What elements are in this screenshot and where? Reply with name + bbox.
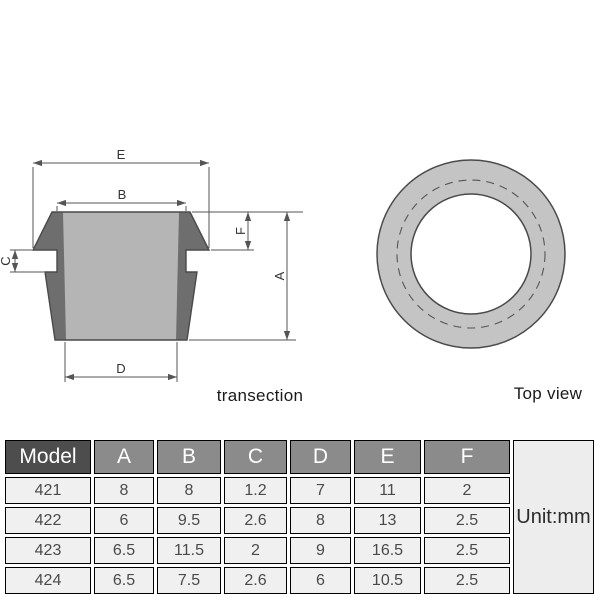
value-cell: 9 bbox=[290, 537, 351, 564]
unit-cell: Unit:mm bbox=[513, 440, 594, 594]
header-d: D bbox=[290, 440, 351, 474]
value-cell: 2.6 bbox=[224, 567, 287, 594]
table-row: 424 6.5 7.5 2.6 6 10.5 2.5 bbox=[5, 567, 594, 594]
value-cell: 7 bbox=[290, 477, 351, 504]
top-view-drawing bbox=[376, 159, 566, 349]
value-cell: 11.5 bbox=[157, 537, 221, 564]
model-cell: 424 bbox=[5, 567, 91, 594]
grommet-outline bbox=[31, 211, 211, 341]
spec-table-header-row: Model A B C D E F Unit:mm bbox=[5, 440, 594, 594]
value-cell: 6.5 bbox=[94, 567, 154, 594]
top-view-inner-circle bbox=[410, 193, 532, 315]
value-cell: 13 bbox=[354, 507, 421, 534]
dim-label-f: F bbox=[233, 227, 248, 235]
caption-transection: transection bbox=[216, 386, 304, 405]
value-cell: 8 bbox=[94, 477, 154, 504]
dim-label-a: A bbox=[272, 271, 287, 280]
top-view-hidden-groove-circle bbox=[396, 179, 546, 329]
value-cell: 6 bbox=[290, 567, 351, 594]
dim-label-e: E bbox=[117, 147, 126, 162]
table-row: 422 6 9.5 2.6 8 13 2.5 bbox=[5, 507, 594, 534]
grommet-bore bbox=[63, 212, 179, 340]
header-f: F bbox=[424, 440, 510, 474]
value-cell: 7.5 bbox=[157, 567, 221, 594]
spec-table-container: Model A B C D E F Unit:mm 421 8 8 1.2 7 … bbox=[2, 437, 598, 597]
header-b: B bbox=[157, 440, 221, 474]
value-cell: 10.5 bbox=[354, 567, 421, 594]
value-cell: 2 bbox=[224, 537, 287, 564]
model-cell: 422 bbox=[5, 507, 91, 534]
table-row: 421 8 8 1.2 7 11 2 bbox=[5, 477, 594, 504]
value-cell: 9.5 bbox=[157, 507, 221, 534]
value-cell: 2 bbox=[424, 477, 510, 504]
value-cell: 2.5 bbox=[424, 507, 510, 534]
value-cell: 8 bbox=[290, 507, 351, 534]
header-c: C bbox=[224, 440, 287, 474]
header-a: A bbox=[94, 440, 154, 474]
model-cell: 423 bbox=[5, 537, 91, 564]
dim-label-c: C bbox=[0, 256, 13, 265]
value-cell: 1.2 bbox=[224, 477, 287, 504]
value-cell: 6.5 bbox=[94, 537, 154, 564]
value-cell: 2.5 bbox=[424, 567, 510, 594]
cross-section-drawing: E B C F A D bbox=[0, 147, 303, 382]
value-cell: 11 bbox=[354, 477, 421, 504]
value-cell: 6 bbox=[94, 507, 154, 534]
value-cell: 8 bbox=[157, 477, 221, 504]
model-cell: 421 bbox=[5, 477, 91, 504]
value-cell: 2.6 bbox=[224, 507, 287, 534]
table-row: 423 6.5 11.5 2 9 16.5 2.5 bbox=[5, 537, 594, 564]
value-cell: 2.5 bbox=[424, 537, 510, 564]
dim-label-d: D bbox=[116, 361, 125, 376]
dim-label-b: B bbox=[118, 187, 127, 202]
value-cell: 16.5 bbox=[354, 537, 421, 564]
spec-table: Model A B C D E F Unit:mm 421 8 8 1.2 7 … bbox=[2, 437, 597, 597]
caption-top-view: Top view bbox=[513, 384, 583, 403]
header-e: E bbox=[354, 440, 421, 474]
header-model: Model bbox=[5, 440, 91, 474]
